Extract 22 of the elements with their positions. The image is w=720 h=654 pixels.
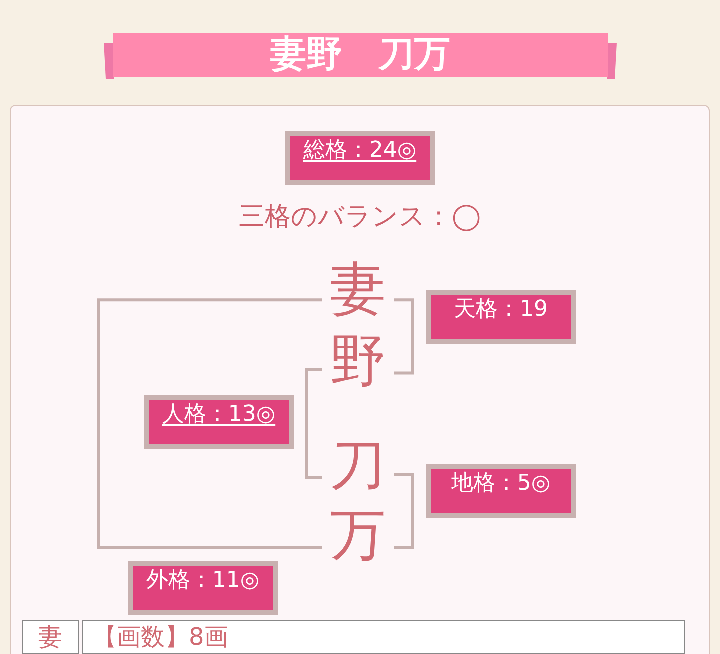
score-label: 地格：5◎ <box>451 471 551 497</box>
bracket-line <box>394 473 414 550</box>
name-character: 万 <box>322 508 394 564</box>
score-link: 総格：24◎ <box>303 138 417 164</box>
score-box <box>144 395 294 449</box>
title: 妻野 刀万 <box>270 33 450 77</box>
balance-note: 三格のバランス：◯ <box>238 201 482 233</box>
score-box <box>426 464 576 518</box>
score-box <box>426 290 576 344</box>
score-box <box>128 561 278 615</box>
bracket-line <box>306 368 322 480</box>
stroke-count-cell: 【画数】8画 <box>82 620 685 654</box>
kanji-cell: 妻 <box>22 620 79 654</box>
name-character: 刀 <box>322 438 394 494</box>
bracket-line <box>98 298 322 550</box>
score-label: 外格：11◎ <box>146 568 260 594</box>
score-link: 人格：13◎ <box>162 402 276 428</box>
score-box <box>285 131 435 185</box>
name-character: 野 <box>322 334 394 390</box>
bracket-line <box>394 298 414 375</box>
name-character: 妻 <box>322 262 394 318</box>
score-label: 天格：19 <box>454 297 548 323</box>
